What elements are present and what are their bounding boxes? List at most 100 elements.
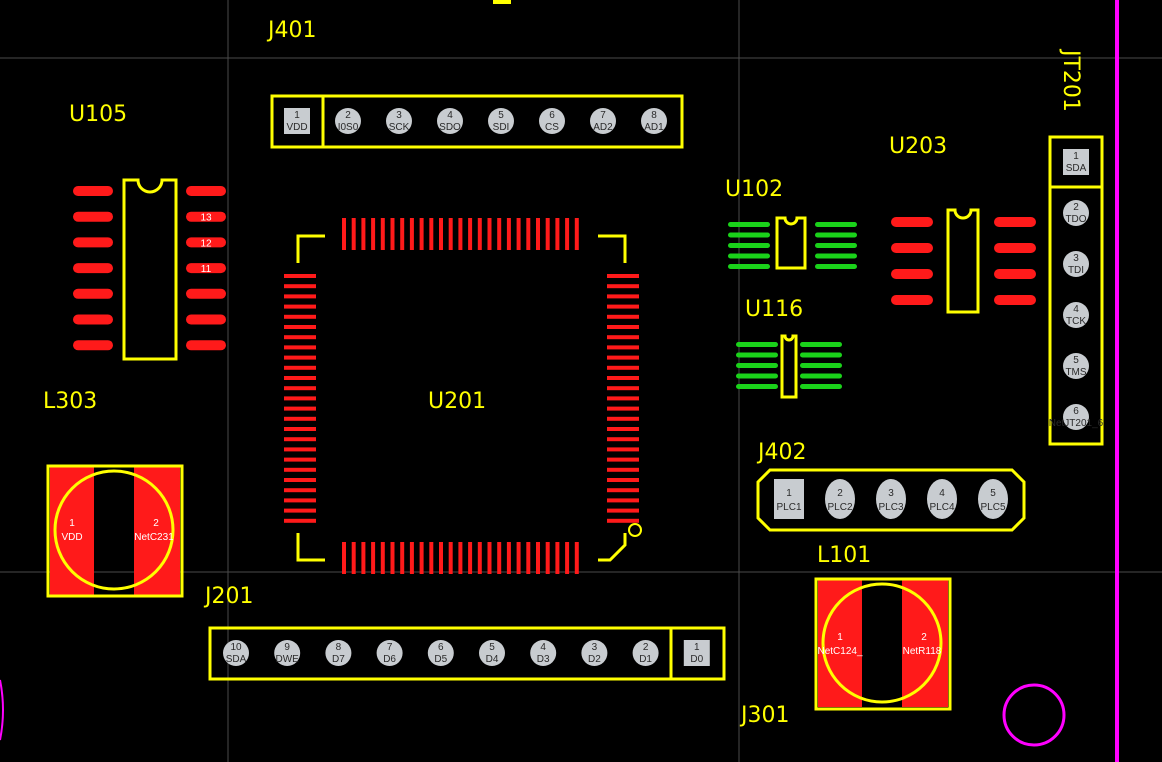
U201-pad-left[interactable] <box>284 335 316 340</box>
U201-pad-right[interactable] <box>607 284 639 289</box>
U201-pad-bottom[interactable] <box>390 542 395 574</box>
U201-pad-right[interactable] <box>607 467 639 472</box>
U201-pad-bottom[interactable] <box>351 542 356 574</box>
U201-pad-top[interactable] <box>429 218 434 250</box>
U201-pad-top[interactable] <box>497 218 502 250</box>
U201-pad-top[interactable] <box>555 218 560 250</box>
U105-pad-left-2[interactable] <box>73 211 113 222</box>
U201-pad-bottom[interactable] <box>448 542 453 574</box>
U116-pad-left[interactable] <box>736 363 778 368</box>
U201-pad-left[interactable] <box>284 396 316 401</box>
U116-pad-left[interactable] <box>736 384 778 389</box>
U201-pad-left[interactable] <box>284 427 316 431</box>
U116-pad-right[interactable] <box>800 363 842 368</box>
U105-pad-right-14[interactable] <box>186 186 226 196</box>
U201-pad-left[interactable] <box>284 478 316 482</box>
U201-pad-bottom[interactable] <box>497 542 502 574</box>
J201-pad-5[interactable]: 5D4 <box>479 640 505 666</box>
keepout-mounting-hole[interactable] <box>1002 683 1066 747</box>
U201-pad-left[interactable] <box>284 365 316 370</box>
U201-pad-right[interactable] <box>607 365 639 370</box>
component-L101[interactable]: L101 1 NetC124_ 2 NetR118 <box>814 543 952 711</box>
U201-pad-top[interactable] <box>419 218 424 250</box>
U116-pad-right[interactable] <box>800 352 842 358</box>
U201-pad-left[interactable] <box>284 325 316 329</box>
U105-pad-right-8[interactable] <box>186 340 226 351</box>
U201-pad-top[interactable] <box>342 218 346 250</box>
U116-pad-left[interactable] <box>736 342 778 347</box>
U201-pad-right[interactable] <box>607 274 639 278</box>
U201-pad-bottom[interactable] <box>419 542 424 574</box>
U201-pad-bottom[interactable] <box>487 542 492 574</box>
U201-pad-top[interactable] <box>468 218 473 250</box>
U201-pad-top[interactable] <box>526 218 531 250</box>
U102-pad-right[interactable] <box>815 222 857 227</box>
U201-pad-top[interactable] <box>536 218 540 250</box>
U201-pad-right[interactable] <box>607 294 639 299</box>
U201-pad-left[interactable] <box>284 304 316 309</box>
U116-pad-right[interactable] <box>800 384 842 389</box>
U201-pad-top[interactable] <box>448 218 453 250</box>
J201-pad-8[interactable]: 8D7 <box>325 640 352 666</box>
U201-pad-bottom[interactable] <box>555 542 560 574</box>
U203-pad-left-2[interactable] <box>891 243 933 253</box>
U102-pad-right[interactable] <box>815 253 857 259</box>
U102-pad-right[interactable] <box>815 232 857 238</box>
U105-pad-left-1[interactable] <box>73 186 113 196</box>
U201-pad-bottom[interactable] <box>565 542 570 574</box>
U102-pad-right[interactable] <box>815 264 857 269</box>
U105-pad-right-12[interactable] <box>186 237 226 248</box>
U203-pad-left-1[interactable] <box>891 217 933 227</box>
U201-pad-bottom[interactable] <box>409 542 414 574</box>
U201-pad-right[interactable] <box>607 457 639 462</box>
U201-pad-left[interactable] <box>284 467 316 472</box>
U201-pad-right[interactable] <box>607 518 639 523</box>
U201-pad-right[interactable] <box>607 447 639 452</box>
U201-pad-top[interactable] <box>351 218 356 250</box>
J201-pad-7[interactable]: 7D6 <box>376 640 403 666</box>
U201-pad-left[interactable] <box>284 518 316 523</box>
U201-pad-top[interactable] <box>565 218 570 250</box>
J201-pad-2[interactable]: 2D1 <box>632 640 659 666</box>
U105-pad-left-6[interactable] <box>73 314 113 325</box>
L101-pad-1[interactable] <box>818 580 862 707</box>
U203-pad-left-3[interactable] <box>891 269 933 279</box>
U116-pad-right[interactable] <box>800 373 842 379</box>
U105-pad-right-10[interactable] <box>186 288 226 299</box>
U116-pad-left[interactable] <box>736 373 778 379</box>
U201-pad-bottom[interactable] <box>516 542 521 574</box>
U201-pad-right[interactable] <box>607 406 639 411</box>
U201-pad-left[interactable] <box>284 488 316 493</box>
U201-pad-left[interactable] <box>284 498 316 503</box>
U201-pad-bottom[interactable] <box>458 542 463 574</box>
U201-pad-left[interactable] <box>284 294 316 299</box>
U201-pad-bottom[interactable] <box>371 542 376 574</box>
U203-pad-right-6[interactable] <box>994 269 1036 279</box>
U201-pad-left[interactable] <box>284 447 316 452</box>
U116-pad-left[interactable] <box>736 352 778 358</box>
U201-pad-right[interactable] <box>607 437 639 442</box>
U201-pad-top[interactable] <box>400 218 405 250</box>
U201-pad-right[interactable] <box>607 376 639 380</box>
component-U116[interactable]: U116 <box>736 297 842 399</box>
U201-pad-right[interactable] <box>607 345 639 350</box>
U201-pad-top[interactable] <box>458 218 463 250</box>
J201-pad-1[interactable]: 1D0 <box>683 640 710 666</box>
U201-pad-bottom[interactable] <box>506 542 511 574</box>
U201-pad-left[interactable] <box>284 406 316 411</box>
U201-pad-bottom[interactable] <box>477 542 482 574</box>
